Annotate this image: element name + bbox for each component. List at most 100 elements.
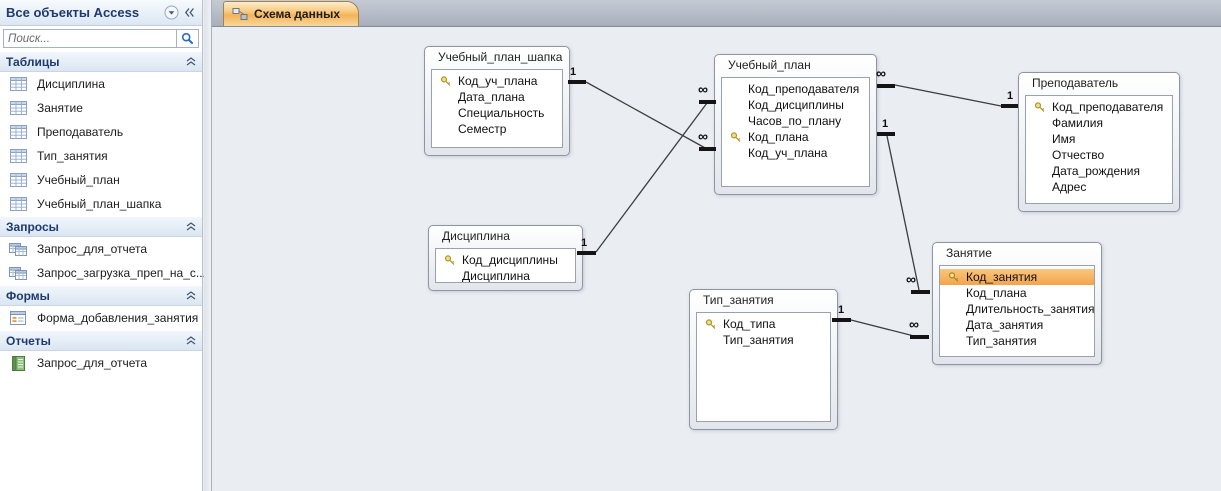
circle-chevron-down-icon	[164, 5, 178, 20]
field-row[interactable]: Имя	[1026, 131, 1172, 147]
sidebar-item-label: Учебный_план_шапка	[37, 197, 162, 211]
field-row[interactable]: Фамилия	[1026, 115, 1172, 131]
cardinality-many-label: ∞	[876, 65, 886, 81]
table-title[interactable]: Занятие	[946, 246, 992, 260]
section-label: Формы	[6, 288, 50, 303]
table-icon	[9, 149, 27, 163]
sidebar-item-uchebny-plan-shapka[interactable]: Учебный_план_шапка	[0, 192, 202, 216]
sidebar-item-report-zapros-dlya-otcheta[interactable]: Запрос_для_отчета	[0, 351, 202, 375]
navigation-pane: Все объекты Access	[0, 0, 206, 491]
field-row[interactable]: Код_уч_плана	[722, 145, 869, 161]
relationship-line[interactable]	[850, 319, 919, 338]
field-row[interactable]: Код_дисциплины	[436, 252, 575, 268]
field-row[interactable]: Код_уч_плана	[432, 73, 562, 89]
table-title[interactable]: Преподаватель	[1032, 76, 1119, 90]
section-header-tables[interactable]: Таблицы	[0, 51, 202, 72]
sidebar-item-zapros-dlya-otcheta[interactable]: Запрос_для_отчета	[0, 237, 202, 261]
relationships-canvas[interactable]: Учебный_план_шапка Код_уч_плана Дата_пла…	[212, 27, 1221, 491]
table-tip-zanyatiya[interactable]: Тип_занятия Код_типа Тип_занятия	[689, 289, 838, 430]
field-name: Код_дисциплины	[462, 253, 558, 267]
field-row[interactable]: Тип_занятия	[940, 333, 1094, 349]
field-row[interactable]: Длительность_занятия	[940, 301, 1094, 317]
sidebar-item-zapros-zagruzka[interactable]: Запрос_загрузка_преп_на_с...	[0, 261, 206, 285]
field-row[interactable]: Часов_по_плану	[722, 113, 869, 129]
sidebar-item-label: Занятие	[37, 101, 83, 115]
pane-menu-button[interactable]	[162, 4, 180, 22]
table-icon	[9, 125, 27, 139]
sidebar-item-tip-zanyatiya[interactable]: Тип_занятия	[0, 144, 202, 168]
primary-key-icon	[705, 318, 717, 330]
section-header-reports[interactable]: Отчеты	[0, 330, 202, 351]
relationship-line[interactable]	[595, 102, 708, 253]
field-row[interactable]: Код_преподавателя	[1026, 99, 1172, 115]
relationship-endpoint-bar	[577, 251, 596, 255]
sidebar-item-label: Форма_добавления_занятия	[37, 311, 199, 325]
relationship-line[interactable]	[886, 135, 920, 291]
cardinality-one-label: 1	[581, 237, 588, 249]
table-title[interactable]: Тип_занятия	[703, 293, 774, 307]
document-area: Схема данных Учебный_план_шапка Код_уч_п…	[212, 0, 1221, 491]
section-header-queries[interactable]: Запросы	[0, 216, 202, 237]
field-row[interactable]: Адрес	[1026, 179, 1172, 195]
collapse-pane-button[interactable]	[180, 4, 198, 22]
relationship-endpoint-bar	[832, 318, 851, 322]
double-chevron-up-icon	[186, 336, 196, 345]
sidebar-item-uchebny-plan[interactable]: Учебный_план	[0, 168, 202, 192]
sidebar-item-prepodavatel[interactable]: Преподаватель	[0, 120, 202, 144]
field-row-selected[interactable]: Код_занятия	[940, 269, 1094, 285]
search-icon	[181, 32, 194, 45]
section-label: Запросы	[6, 219, 59, 234]
relationship-line[interactable]	[585, 81, 708, 150]
table-zanyatie[interactable]: Занятие Код_занятия Код_плана Длительнос…	[932, 242, 1102, 365]
search-input[interactable]	[3, 29, 177, 48]
search-button[interactable]	[177, 29, 199, 48]
relationship-lines	[585, 81, 1002, 338]
relationship-endpoint-bar	[910, 335, 929, 339]
section-header-forms[interactable]: Формы	[0, 285, 202, 306]
table-uchebny-plan[interactable]: Учебный_план Код_преподавателя Код_дисци…	[714, 54, 877, 195]
field-row[interactable]: Дата_занятия	[940, 317, 1094, 333]
field-name: Дата_занятия	[966, 318, 1044, 332]
tab-relationships[interactable]: Схема данных	[223, 1, 359, 26]
field-row[interactable]: Отчество	[1026, 147, 1172, 163]
field-name: Семестр	[458, 122, 507, 136]
field-row[interactable]: Код_дисциплины	[722, 97, 869, 113]
table-uchebny-plan-shapka[interactable]: Учебный_план_шапка Код_уч_плана Дата_пла…	[424, 46, 570, 156]
field-name: Код_типа	[723, 317, 776, 331]
relationship-endpoint-bar	[699, 100, 716, 104]
pane-divider[interactable]	[204, 0, 212, 491]
sidebar-item-disciplina[interactable]: Дисциплина	[0, 72, 202, 96]
field-row[interactable]: Тип_занятия	[697, 332, 830, 348]
field-row[interactable]: Специальность	[432, 105, 562, 121]
cardinality-one-label: 1	[1007, 90, 1014, 102]
field-list: Код_дисциплины Дисциплина	[435, 248, 576, 283]
sidebar-item-zanyatie[interactable]: Занятие	[0, 96, 202, 120]
field-name: Код_дисциплины	[748, 98, 844, 112]
section-label: Таблицы	[6, 54, 60, 69]
double-chevron-up-icon	[186, 222, 196, 231]
table-title[interactable]: Учебный_план	[728, 58, 811, 72]
sidebar-item-forma-dobavleniya[interactable]: Форма_добавления_занятия	[0, 306, 202, 330]
table-icon	[9, 77, 27, 91]
field-row[interactable]: Дата_плана	[432, 89, 562, 105]
field-row[interactable]: Код_плана	[940, 285, 1094, 301]
field-row[interactable]: Семестр	[432, 121, 562, 137]
field-row[interactable]: Код_типа	[697, 316, 830, 332]
field-name: Фамилия	[1052, 116, 1103, 130]
field-row[interactable]: Код_преподавателя	[722, 81, 869, 97]
relationship-line[interactable]	[894, 84, 1002, 107]
field-name: Часов_по_плану	[748, 114, 842, 128]
table-title[interactable]: Дисциплина	[442, 229, 510, 243]
table-prepodavatel[interactable]: Преподаватель Код_преподавателя Фамилия …	[1018, 72, 1180, 212]
field-name: Отчество	[1052, 148, 1105, 162]
table-disciplina[interactable]: Дисциплина Код_дисциплины Дисциплина	[428, 225, 583, 291]
table-icon	[9, 173, 27, 187]
field-name: Длительность_занятия	[966, 302, 1095, 316]
table-title[interactable]: Учебный_план_шапка	[438, 50, 563, 64]
section-label: Отчеты	[6, 333, 51, 348]
field-row[interactable]: Дата_рождения	[1026, 163, 1172, 179]
table-icon	[9, 101, 27, 115]
field-name: Адрес	[1052, 180, 1087, 194]
field-row[interactable]: Код_плана	[722, 129, 869, 145]
field-row[interactable]: Дисциплина	[436, 268, 575, 282]
